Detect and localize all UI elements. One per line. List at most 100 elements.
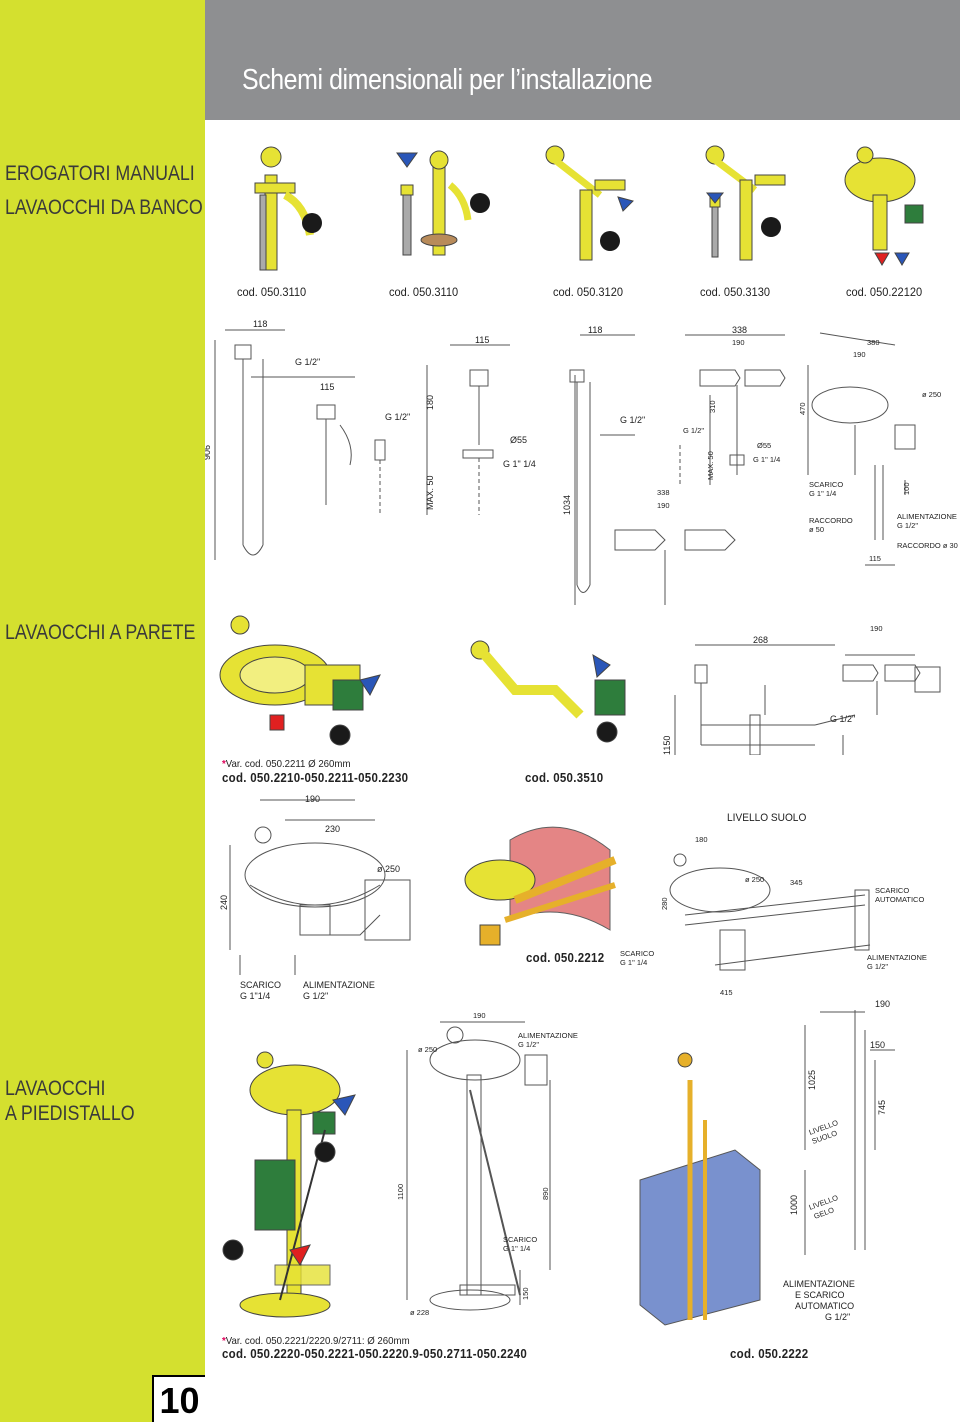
fixture-3120 [546,146,633,260]
dim-label: ø 250 [745,875,764,884]
dim-label: ø 228 [410,1308,429,1317]
dim-label: Ø55 [757,441,771,450]
wall-eyewash-illustrations: 268 190 G 1/2" 1150 978 [215,605,960,755]
fixture-22120 [845,147,923,265]
dim-label: 310 [708,400,717,413]
page-title: Schemi dimensionali per l’installazione [242,64,652,97]
dim-label: G 1/2" [295,357,320,367]
product-code: cod. 050.3130 [700,285,770,299]
dim-label: ALIMENTAZIONE [303,980,375,990]
dim-label: 240 [219,895,229,910]
dim-label: 1034 [562,495,572,515]
dim-label: 890 [541,1187,550,1200]
dim-label: AUTOMATICO [795,1301,854,1311]
bench-eyewash-illustrations [225,135,955,280]
product-code: cod. 050.3110 [237,285,306,299]
section-title-manual-1: EROGATORI MANUALI [5,160,195,187]
dim-label: G 1/2" [683,426,704,435]
product-code: cod. 050.3120 [553,285,623,299]
dim-label: 230 [325,824,340,834]
dim-label: 190 [853,350,866,359]
dim-label: 380 [867,338,880,347]
dim-label: 280 [660,897,669,910]
dim-label: G 1/2" [825,1312,850,1322]
dim-label: G 1" 1/4 [620,958,647,967]
header-bar [205,0,960,120]
dim-label: G 1/2" [620,415,645,425]
section-title-manual-2: LAVAOCCHI DA BANCO [5,194,203,221]
dim-label: G 1" 1/4 [753,455,780,464]
product-code: cod. 050.2220-050.2221-050.2220.9-050.27… [222,1347,527,1361]
wall-eyewash-dimension-drawings: 190 230 ø 250 240 SCARICO G 1"1/4 ALIMEN… [215,790,960,1005]
bench-dimension-drawings: 118 G 1/2" 115 906 G 1/2" 115 180 MAX. 5… [205,315,960,615]
fixture-3130 [706,146,785,260]
pedestal-eyewash-drawings: 190 ALIMENTAZIONE G 1/2" ø 250 1100 890 … [215,1000,960,1335]
dim-label: 190 [473,1011,486,1020]
dim-label: 745 [877,1100,887,1115]
dim-label: 150 [521,1287,530,1300]
rotate-icon [302,213,322,233]
dim-label: 338 [732,325,747,335]
dim-label: E SCARICO [795,1290,845,1300]
dim-label: 1150 [662,736,672,755]
section-title-pedestal-2: A PIEDISTALLO [5,1100,135,1127]
dim-label: G 1" 1/4 [503,459,536,469]
dim-label: RACCORDO ø 30 [897,541,958,550]
dim-label: 150 [870,1040,885,1050]
dim-label: G 1" 1/4 [809,489,836,498]
dim-label: RACCORDO [809,516,853,525]
variant-code: *Var. cod. 050.2221/2220.9/2711: Ø 260mm [222,1335,410,1347]
dim-label: 345 [790,878,803,887]
dim-label: G 1/2" [897,521,918,530]
variant-code: *Var. cod. 050.2211 Ø 260mm [222,758,351,770]
dim-label: ø 250 [377,864,400,874]
dim-label: G 1/2" [830,714,855,724]
dim-label: ø 250 [922,390,941,399]
page-number: 10 [152,1375,205,1422]
dim-label: AUTOMATICO [875,895,924,904]
product-code: cod. 050.3510 [525,771,603,785]
dim-label: 190 [875,1000,890,1009]
dim-label: 906 [205,445,212,460]
dim-label: ALIMENTAZIONE [867,953,927,962]
dim-label: ALIMENTAZIONE [518,1031,578,1040]
rotate-icon [470,193,490,213]
product-code: cod. 050.22120 [846,285,922,299]
dim-label: 180 [425,395,435,410]
dim-label: 100 [902,482,911,495]
dim-label: G 1/2" [518,1040,539,1049]
fixture-3110-b [397,151,468,255]
dim-label: 190 [305,794,320,804]
dim-label: SCARICO [809,480,843,489]
dim-label: G 1/2" [867,962,888,971]
dim-label: SCARICO [503,1235,537,1244]
dim-label: 268 [753,635,768,645]
dim-label: Ø55 [510,435,527,445]
product-code: cod. 050.2210-050.2211-050.2230 [222,771,408,785]
dim-label: 190 [657,501,670,510]
product-code: cod. 050.2222 [730,1347,808,1361]
dim-label: 180 [695,835,708,844]
rotate-icon [600,231,620,251]
dim-label: 115 [869,554,881,563]
dim-label: MAX. 50 [425,475,435,510]
dim-label: 1000 [789,1195,799,1215]
dim-label: 1100 [396,1184,405,1200]
dim-label: G 1" 1/4 [503,1244,530,1253]
product-code: cod. 050.3110 [389,285,458,299]
fixture-3110-a [255,147,310,270]
dim-label: 115 [320,382,334,392]
dim-label: MAX. 50 [706,451,715,480]
dim-label: 1025 [807,1070,817,1090]
dim-label: 118 [253,319,267,329]
dim-label: 190 [732,338,745,347]
dim-label: SCARICO [620,949,654,958]
dim-label: ø 50 [809,525,824,534]
dim-label: 118 [588,325,602,335]
section-title-pedestal-1: LAVAOCCHI [5,1075,106,1102]
dim-label: 415 [720,988,733,997]
rotate-icon [761,217,781,237]
dim-label: 470 [798,402,807,415]
dim-label: 115 [475,335,489,345]
dim-label: ALIMENTAZIONE [783,1279,855,1289]
